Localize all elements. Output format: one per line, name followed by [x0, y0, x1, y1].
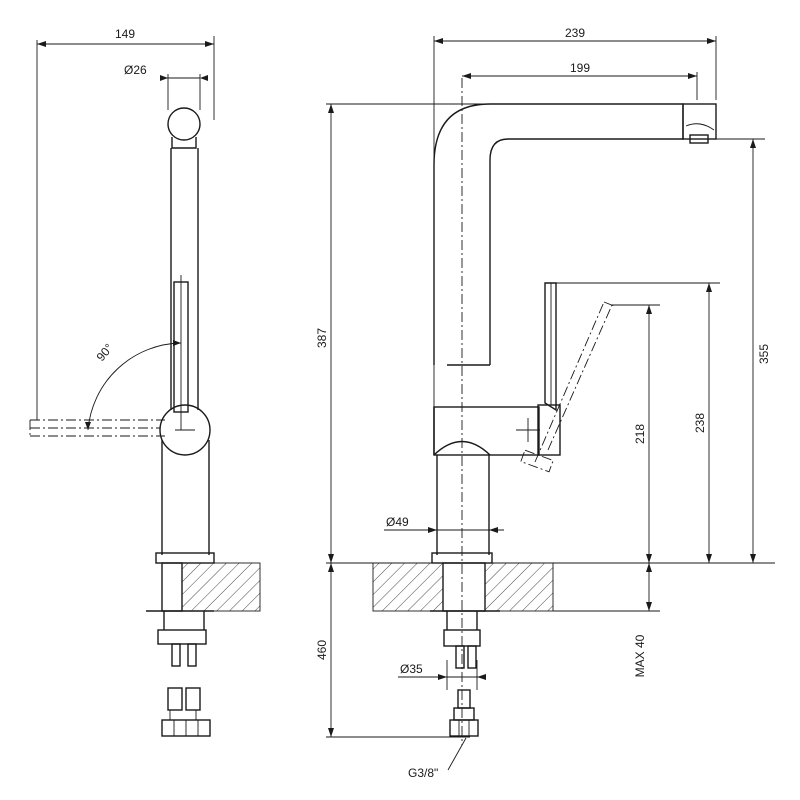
dim-thread: G3/8" — [408, 766, 438, 780]
dim-under-depth: 460 — [315, 640, 329, 660]
dim-total-height: 387 — [315, 328, 329, 348]
dim-max-thickness: MAX 40 — [633, 634, 647, 677]
dim-front-reach: 199 — [570, 61, 590, 75]
dim-spout-height: 355 — [757, 344, 771, 364]
dim-lever-angle: 90° — [94, 341, 117, 364]
dim-shank-diameter: Ø35 — [400, 662, 423, 676]
dim-lever-height-238: 238 — [693, 413, 707, 433]
side-view: 149 Ø26 90° — [29, 27, 261, 737]
dim-lever-height-218: 218 — [633, 424, 647, 444]
dim-front-width: 239 — [565, 26, 585, 40]
dim-side-diameter: Ø26 — [124, 63, 147, 77]
dim-body-diameter: Ø49 — [386, 515, 409, 529]
front-view: 239 199 355 — [315, 26, 775, 780]
dim-side-width: 149 — [115, 27, 135, 41]
